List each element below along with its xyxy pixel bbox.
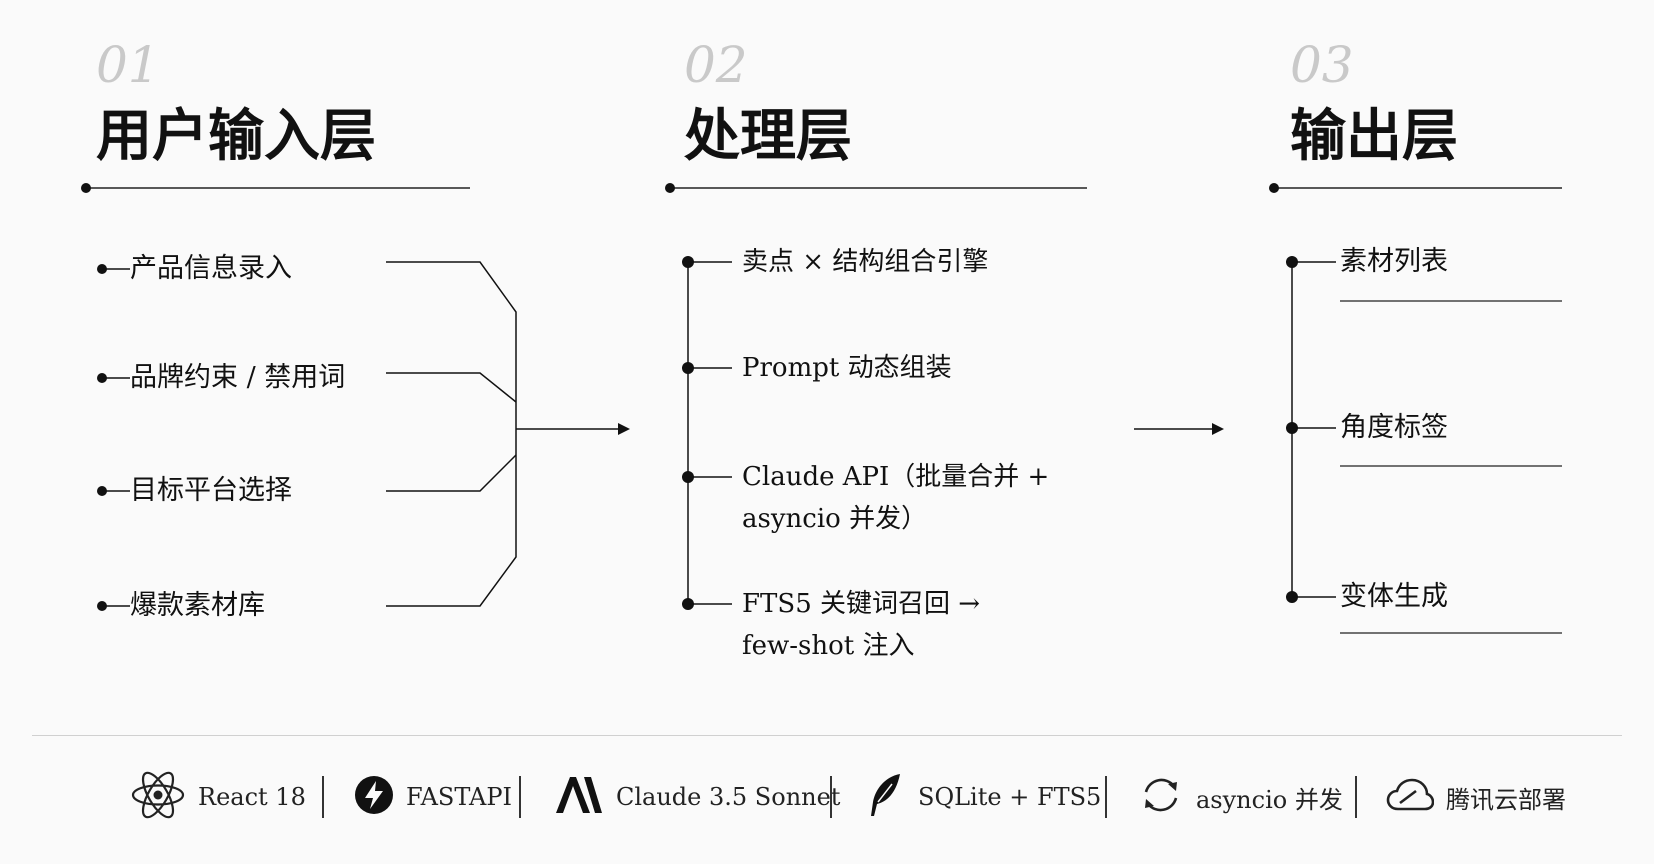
process-item-line: Claude API（批量合并 + xyxy=(742,462,1050,492)
process-timeline xyxy=(682,256,732,610)
tech-tencent-cloud: 腾讯云部署 xyxy=(1386,768,1566,826)
process-item-line: 卖点 × 结构组合引擎 xyxy=(742,247,989,277)
tech-label: 腾讯云部署 xyxy=(1446,785,1566,814)
tech-label: asyncio 并发 xyxy=(1196,785,1343,814)
tech-label: React 18 xyxy=(198,783,306,811)
column-title-input: 用户输入层 xyxy=(96,103,376,169)
tech-claude: Claude 3.5 Sonnet xyxy=(554,768,840,826)
tech-separator xyxy=(1355,776,1357,818)
tech-react: React 18 xyxy=(130,768,306,826)
react-icon xyxy=(130,767,186,827)
input-bullets xyxy=(97,264,130,611)
process-item-line-2: asyncio 并发） xyxy=(742,504,928,534)
sync-icon xyxy=(1138,772,1184,822)
process-item-line: Prompt 动态组装 xyxy=(742,353,952,383)
process-item-fts5-recall: FTS5 关键词召回 → few-shot 注入 xyxy=(742,583,980,667)
process-item-line: FTS5 关键词召回 → xyxy=(742,589,981,619)
process-item-claude-api: Claude API（批量合并 + asyncio 并发） xyxy=(742,456,1049,540)
header-rule-1 xyxy=(81,183,470,193)
tech-label: Claude 3.5 Sonnet xyxy=(616,783,841,811)
cloud-icon xyxy=(1386,777,1435,817)
tech-fastapi: FASTAPI xyxy=(354,768,512,826)
process-item-combo-engine: 卖点 × 结构组合引擎 xyxy=(742,241,988,283)
merge-connector xyxy=(386,261,630,607)
tech-label: FASTAPI xyxy=(406,783,512,811)
input-item-platform-select: 目标平台选择 xyxy=(130,475,292,506)
tech-separator xyxy=(830,776,832,818)
input-item-brand-constraints: 品牌约束 / 禁用词 xyxy=(130,362,346,393)
tech-separator xyxy=(322,776,324,818)
footer-divider xyxy=(32,735,1622,736)
output-timeline xyxy=(1286,256,1562,634)
sqlite-feather-icon xyxy=(866,772,906,822)
output-item-variant-gen: 变体生成 xyxy=(1340,581,1448,612)
column-title-process: 处理层 xyxy=(684,103,852,169)
tech-separator xyxy=(519,776,521,818)
output-item-angle-tags: 角度标签 xyxy=(1340,412,1448,443)
column-number-2: 02 xyxy=(684,36,748,94)
header-rule-2 xyxy=(665,183,1087,193)
tech-separator xyxy=(1105,776,1107,818)
tech-sqlite: SQLite + FTS5 xyxy=(866,768,1101,826)
process-item-line-2: few-shot 注入 xyxy=(742,631,915,661)
column-number-1: 01 xyxy=(96,36,160,94)
fastapi-icon xyxy=(354,775,394,819)
output-item-asset-list: 素材列表 xyxy=(1340,246,1448,277)
input-item-viral-library: 爆款素材库 xyxy=(130,590,265,621)
process-item-prompt-assembly: Prompt 动态组装 xyxy=(742,347,952,389)
tech-label: SQLite + FTS5 xyxy=(918,783,1102,811)
input-item-product-info: 产品信息录入 xyxy=(130,253,292,284)
column-title-output: 输出层 xyxy=(1290,103,1458,169)
anthropic-icon xyxy=(554,775,604,819)
column-number-3: 03 xyxy=(1290,36,1354,94)
header-rule-3 xyxy=(1269,183,1562,193)
tech-asyncio: asyncio 并发 xyxy=(1138,768,1343,826)
